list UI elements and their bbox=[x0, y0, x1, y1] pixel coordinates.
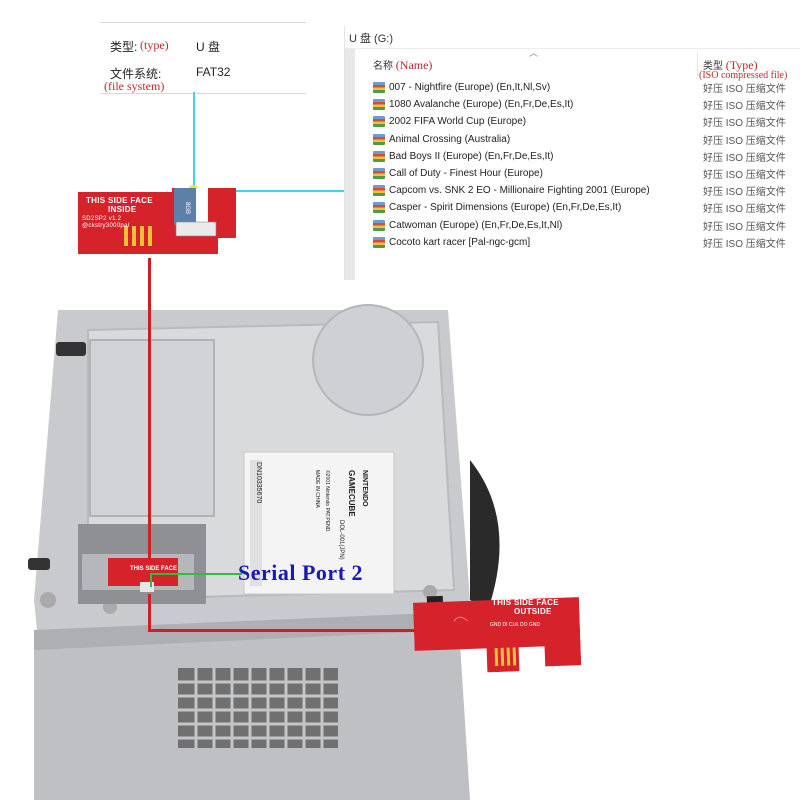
archive-file-icon bbox=[373, 116, 385, 128]
file-explorer-window: U 盘 (G:) ︿ 名称 (Name) 类型 (Type) (ISO comp… bbox=[344, 26, 800, 280]
column-type-label: 类型 bbox=[703, 61, 723, 72]
file-row[interactable]: 1080 Avalanche (Europe) (En,Fr,De,Es,It)… bbox=[373, 96, 799, 113]
console-product: GAMECUBE bbox=[347, 470, 356, 517]
archive-file-icon bbox=[373, 133, 385, 145]
console-model: DOL-001(JPN) bbox=[338, 520, 344, 560]
sd-card-brand: SanDisk bbox=[194, 192, 200, 215]
file-type: 好压 ISO 压缩文件 bbox=[703, 221, 786, 233]
card-outside-text-1: THIS SIDE FACE bbox=[492, 598, 559, 607]
file-row[interactable]: 007 - Nightfire (Europe) (En,It,Nl,Sv) 好压… bbox=[373, 79, 799, 96]
card-inside-text-1: THIS SIDE FACE bbox=[86, 196, 153, 205]
file-row[interactable]: 2002 FIFA World Cup (Europe) 好压 ISO 压缩文件 bbox=[373, 113, 799, 130]
console-copyright: ©2001 Nintendo PAT.PEND. bbox=[324, 470, 330, 533]
red-line-vertical-2 bbox=[148, 594, 151, 632]
console-made-in: MADE IN CHINA bbox=[314, 470, 320, 508]
type-annotation: (type) bbox=[140, 38, 169, 52]
green-line-horizontal bbox=[150, 573, 242, 575]
file-row[interactable]: Capcom vs. SNK 2 EO - Millionaire Fighti… bbox=[373, 182, 799, 199]
red-line-horizontal bbox=[148, 629, 414, 632]
file-type: 好压 ISO 压缩文件 bbox=[703, 170, 786, 182]
archive-file-icon bbox=[373, 99, 385, 111]
archive-file-icon bbox=[373, 202, 385, 214]
column-name-label: 名称 bbox=[373, 61, 393, 72]
console-brand: NINTENDO bbox=[361, 470, 368, 507]
archive-file-icon bbox=[373, 185, 385, 197]
type-label: 类型: bbox=[110, 40, 138, 54]
file-type: 好压 ISO 压缩文件 bbox=[703, 101, 786, 113]
file-name: Capcom vs. SNK 2 EO - Millionaire Fighti… bbox=[389, 185, 650, 197]
file-type: 好压 ISO 压缩文件 bbox=[703, 187, 786, 199]
column-divider[interactable] bbox=[697, 52, 698, 76]
file-name: Catwoman (Europe) (En,Fr,De,Es,It,Nl) bbox=[389, 219, 563, 231]
file-type: 好压 ISO 压缩文件 bbox=[703, 152, 786, 164]
console-serial: DN10335670 bbox=[255, 462, 262, 504]
card-inside-model: SD2SP2 v1.2 bbox=[82, 216, 122, 222]
column-header-name[interactable]: 名称 (Name) bbox=[373, 57, 432, 73]
file-system-annotation: (file system) bbox=[104, 79, 165, 93]
archive-file-icon bbox=[373, 82, 385, 94]
sd2sp2-adapter-outside bbox=[412, 595, 582, 673]
header-separator bbox=[345, 48, 800, 49]
archive-file-icon bbox=[373, 150, 385, 162]
green-line-vertical bbox=[150, 573, 152, 587]
serial-port-label: Serial Port 2 bbox=[238, 560, 364, 585]
properties-panel bbox=[100, 22, 306, 94]
slot-card-text: THIS SIDE FACE bbox=[130, 566, 178, 572]
card-outside-text-2: OUTSIDE bbox=[514, 607, 552, 616]
connector-line-vertical bbox=[193, 92, 195, 190]
sd-card-size: 8GB bbox=[184, 202, 190, 215]
type-value: U 盘 bbox=[196, 40, 221, 54]
file-type: 好压 ISO 压缩文件 bbox=[703, 204, 786, 216]
address-bar[interactable]: U 盘 (G:) bbox=[349, 33, 393, 45]
file-name: Casper - Spirit Dimensions (Europe) (En,… bbox=[389, 202, 622, 214]
archive-file-icon bbox=[373, 168, 385, 180]
file-row[interactable]: Casper - Spirit Dimensions (Europe) (En,… bbox=[373, 199, 799, 216]
file-name: 2002 FIFA World Cup (Europe) bbox=[389, 116, 527, 128]
file-type: 好压 ISO 压缩文件 bbox=[703, 118, 786, 130]
file-type: 好压 ISO 压缩文件 bbox=[703, 84, 786, 96]
file-name: Call of Duty - Finest Hour (Europe) bbox=[389, 168, 543, 180]
connector-line-horizontal bbox=[193, 190, 344, 192]
file-system-value: FAT32 bbox=[196, 65, 231, 79]
file-type: 好压 ISO 压缩文件 bbox=[703, 135, 786, 147]
column-type-annotation: (Type) bbox=[725, 58, 758, 72]
gamecube-console bbox=[28, 304, 500, 800]
column-type-annotation-2: (ISO compressed file) bbox=[699, 70, 788, 81]
card-inside-text-2: INSIDE bbox=[108, 205, 137, 214]
card-outside-pins: GND DI CLK DO GND bbox=[490, 622, 541, 628]
file-row[interactable]: Catwoman (Europe) (En,Fr,De,Es,It,Nl) 好压 … bbox=[373, 217, 799, 234]
file-list: 007 - Nightfire (Europe) (En,It,Nl,Sv) 好压… bbox=[373, 79, 799, 251]
card-inside-brand: @ckstry3000pal bbox=[82, 223, 130, 229]
column-name-annotation: (Name) bbox=[395, 58, 433, 72]
file-row[interactable]: Animal Crossing (Australia) 好压 ISO 压缩文件 bbox=[373, 131, 799, 148]
file-row[interactable]: Call of Duty - Finest Hour (Europe) 好压 IS… bbox=[373, 165, 799, 182]
sd2sp2-adapter-inside bbox=[78, 188, 236, 254]
file-system-label: 文件系统: bbox=[110, 67, 162, 81]
column-header-type[interactable]: 类型 (Type) bbox=[703, 57, 758, 73]
file-name: Animal Crossing (Australia) bbox=[389, 133, 511, 145]
file-type: 好压 ISO 压缩文件 bbox=[703, 238, 786, 250]
file-row[interactable]: Cocoto kart racer [Pal-ngc-gcm] 好压 ISO 压缩… bbox=[373, 234, 799, 251]
red-line-vertical-1 bbox=[148, 258, 151, 560]
archive-file-icon bbox=[373, 236, 385, 248]
file-name: Cocoto kart racer [Pal-ngc-gcm] bbox=[389, 236, 531, 248]
sort-up-icon: ︿ bbox=[529, 48, 539, 58]
file-name: 007 - Nightfire (Europe) (En,It,Nl,Sv) bbox=[389, 82, 551, 94]
file-name: 1080 Avalanche (Europe) (En,Fr,De,Es,It) bbox=[389, 99, 574, 111]
archive-file-icon bbox=[373, 219, 385, 231]
file-name: Bad Boys II (Europe) (En,Fr,De,Es,It) bbox=[389, 150, 554, 162]
file-row[interactable]: Bad Boys II (Europe) (En,Fr,De,Es,It) 好压 … bbox=[373, 148, 799, 165]
scrollbar[interactable] bbox=[345, 49, 355, 280]
